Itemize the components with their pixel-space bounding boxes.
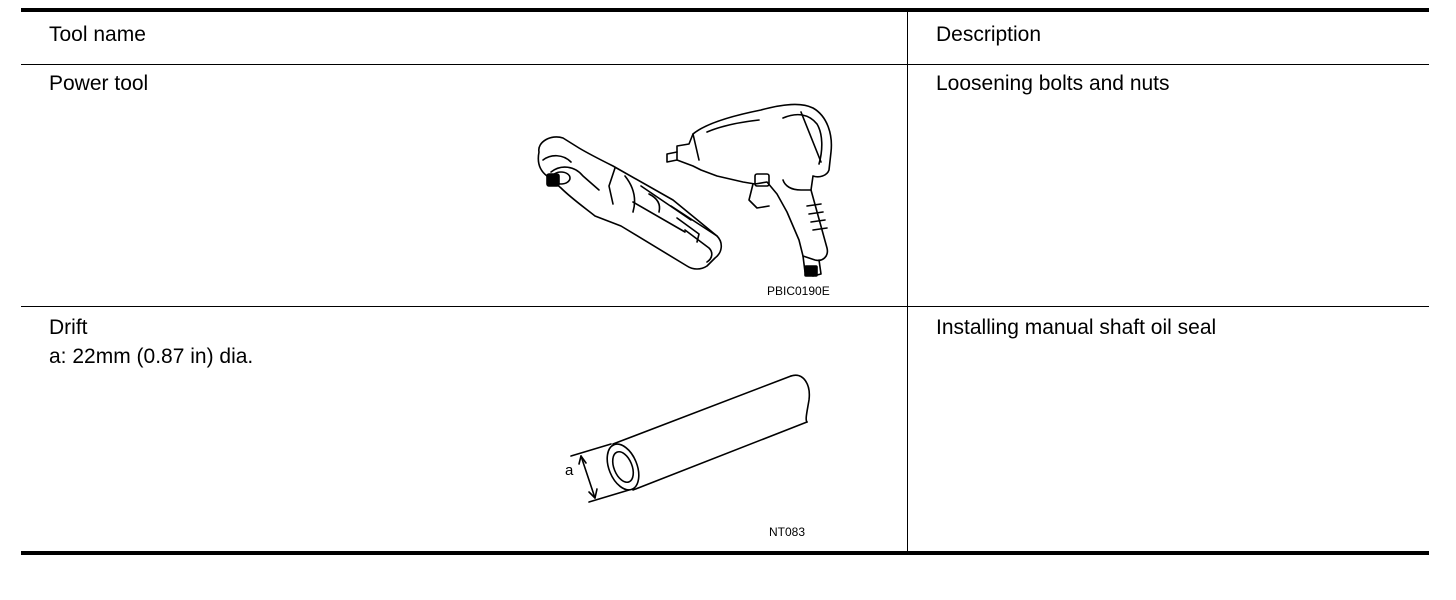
table-bottom-rule bbox=[21, 551, 1429, 555]
power-tool-figure-code: PBIC0190E bbox=[767, 284, 830, 298]
table-top-rule bbox=[21, 8, 1429, 12]
drift-figure-code: NT083 bbox=[769, 525, 806, 539]
row-divider bbox=[21, 306, 1429, 307]
row-drift-spec: a: 22mm (0.87 in) dia. bbox=[49, 345, 254, 368]
tools-table: Tool name Description Power tool Looseni… bbox=[21, 8, 1429, 555]
drift-figure bbox=[570, 374, 811, 503]
column-divider bbox=[907, 12, 908, 551]
header-description: Description bbox=[936, 23, 1042, 46]
power-tool-figure bbox=[537, 103, 833, 277]
impact-wrench-icon bbox=[666, 103, 833, 277]
row-drift-description: Installing manual shaft oil seal bbox=[936, 316, 1217, 339]
air-ratchet-icon bbox=[537, 136, 723, 270]
row-drift-name: Drift bbox=[49, 316, 88, 339]
row-power-tool-description: Loosening bolts and nuts bbox=[936, 72, 1170, 95]
drift-dimension-label: a bbox=[565, 462, 574, 479]
header-tool-name: Tool name bbox=[49, 23, 146, 46]
drift-tube-icon bbox=[570, 374, 811, 503]
header-divider bbox=[21, 64, 1429, 65]
row-power-tool-name: Power tool bbox=[49, 72, 149, 95]
